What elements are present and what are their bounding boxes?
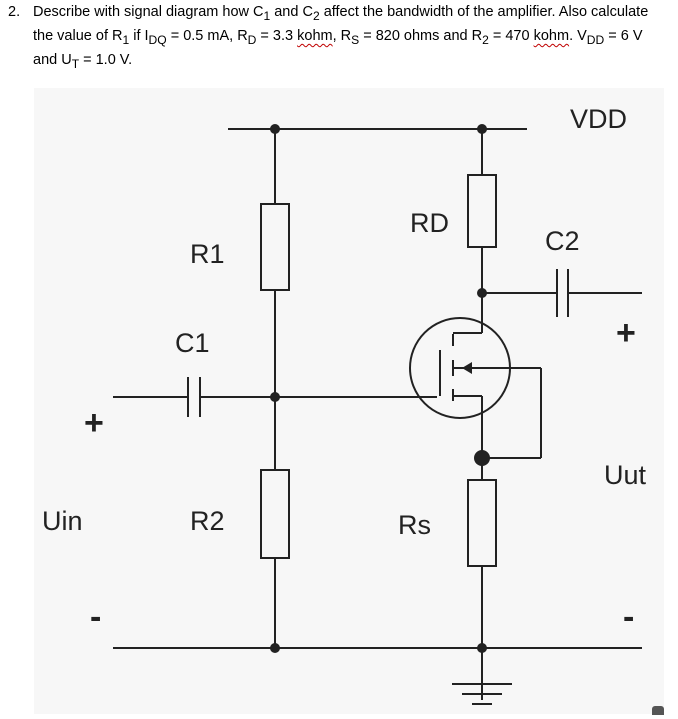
q-and-c: and C — [270, 4, 313, 20]
q-rd-sub: D — [247, 32, 257, 47]
junction-gate — [270, 392, 280, 402]
q-intro: Describe with signal diagram how C — [33, 4, 264, 20]
rd-resistor — [467, 174, 497, 248]
circuit-figure — [34, 88, 664, 714]
input-plus-label: + — [84, 404, 104, 442]
q-vdd-sub: DD — [586, 32, 605, 47]
q-r2-eq: = 470 — [488, 27, 534, 44]
question-number: 2. — [8, 4, 21, 20]
q-rs-sub: S — [351, 32, 360, 47]
mosfet-circle — [409, 317, 511, 419]
junction-drain — [477, 288, 487, 298]
r2-resistor — [260, 469, 290, 559]
input-minus-label: - — [90, 598, 101, 636]
q-idq-val: = 0.5 mA, R — [166, 27, 248, 44]
circuit-wires — [113, 128, 642, 705]
q-rs-val: = 820 ohms and R — [359, 27, 483, 44]
q-r2-sub: 2 — [482, 32, 489, 47]
c2-label: C2 — [545, 226, 580, 256]
q-ut-sub: T — [71, 56, 80, 71]
mosfet-arrow — [462, 362, 472, 374]
q-ut-val: = 1.0 V. — [79, 51, 133, 68]
question-body: Describe with signal diagram how C1 and … — [33, 2, 668, 74]
vdd-label: VDD — [570, 104, 627, 134]
r2-label: R2 — [190, 506, 225, 536]
uin-label: Uin — [42, 506, 83, 536]
q-idq-sub: DQ — [148, 32, 167, 47]
junction-rd-top — [477, 124, 487, 134]
rs-resistor — [467, 479, 497, 567]
q-kohm-2: kohm — [533, 27, 570, 44]
r1-label: R1 — [190, 239, 225, 269]
q-c1-sub: 1 — [263, 8, 271, 23]
scroll-handle[interactable] — [652, 706, 664, 715]
q-kohm-1: kohm — [297, 27, 333, 44]
c1-label: C1 — [175, 328, 210, 358]
output-plus-label: + — [616, 314, 636, 352]
output-minus-label: - — [623, 598, 634, 636]
q-c2-sub: 2 — [312, 8, 320, 23]
junction-source — [474, 450, 490, 466]
junction-r1-top — [270, 124, 280, 134]
r1-resistor — [260, 203, 290, 291]
q-vdd-val: = 6 V and U — [33, 27, 643, 68]
junction-r2-bottom — [270, 643, 280, 653]
q-rs-pre: , R — [332, 27, 352, 44]
q-if-i: if I — [129, 27, 149, 44]
q-r1-sub: 1 — [122, 32, 130, 47]
rs-label: Rs — [398, 510, 431, 540]
rd-label: RD — [410, 208, 449, 238]
uut-label: Uut — [604, 460, 647, 490]
q-vdd-pre: . V — [569, 27, 587, 44]
junction-rs-bottom — [477, 643, 487, 653]
q-mid: affect the bandwidth of the amplifier. A… — [33, 4, 649, 44]
q-rd-eq: = 3.3 — [256, 27, 298, 44]
